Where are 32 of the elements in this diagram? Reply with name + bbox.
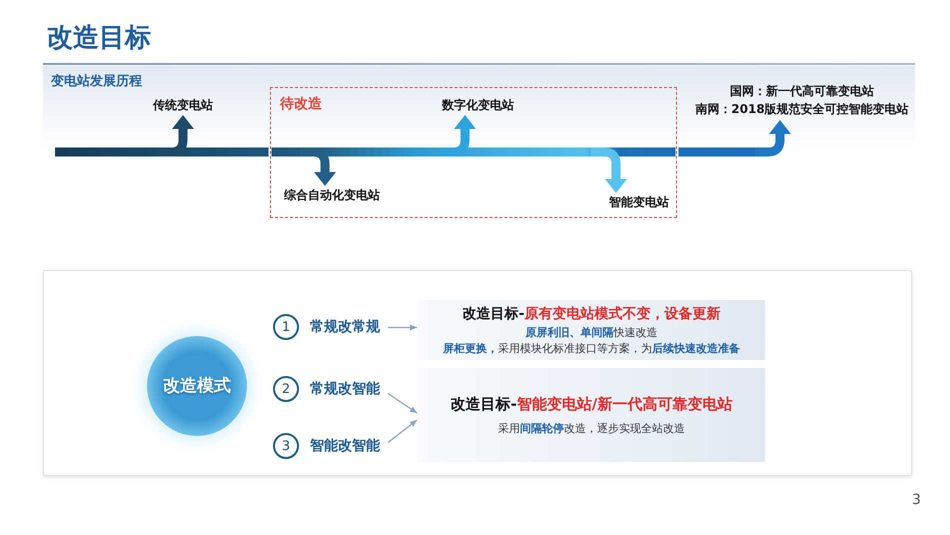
stage-label: 传统变电站 <box>146 96 220 115</box>
section-heading: 变电站发展历程 <box>51 73 142 90</box>
timeline-arrow <box>300 148 336 186</box>
mode-label: 常规改常规 <box>310 318 386 337</box>
stage-label: 国网：新一代高可靠变电站 <box>729 83 875 100</box>
goal-detail: 采用间隔轮停改造，逐步实现全站改造 <box>498 420 685 436</box>
connector-arrow <box>388 419 418 444</box>
stage-label: 南网：2018版规范安全可控智能变电站 <box>694 101 910 118</box>
timeline-arrow <box>591 148 627 193</box>
stage-label: 智能变电站 <box>604 193 674 212</box>
mode-label: 常规改智能 <box>310 380 386 399</box>
connector-arrow <box>388 392 418 414</box>
goal-heading: 改造目标-智能变电站/新一代高可靠变电站 <box>450 394 732 414</box>
goal-detail: 屏柜更换，采用模块化标准接口等方案，为后续快速改造准备 <box>443 340 740 356</box>
page-number: 3 <box>912 491 921 509</box>
connector-arrow <box>388 324 417 330</box>
stage-label: 数字化变电站 <box>436 96 520 115</box>
goal-detail: 原屏利旧、单间隔快速改造 <box>526 324 658 340</box>
region-label: 待改造 <box>280 95 322 113</box>
mode-label: 智能改智能 <box>310 437 386 456</box>
goal-panel <box>418 368 765 462</box>
page-title: 改造目标 <box>47 22 151 54</box>
number-badge: 3 <box>273 433 299 459</box>
number-badge: 1 <box>273 314 299 340</box>
mode-title: 改造模式 <box>163 375 231 397</box>
goal-heading: 改造目标-原有变电站模式不变，设备更新 <box>462 304 720 324</box>
stage-label: 综合自动化变电站 <box>274 186 390 205</box>
content-card <box>43 270 912 476</box>
number-badge: 2 <box>273 376 299 402</box>
dashed-region <box>270 87 677 218</box>
goal-panel <box>418 300 765 360</box>
timeline-arrow <box>440 115 476 156</box>
